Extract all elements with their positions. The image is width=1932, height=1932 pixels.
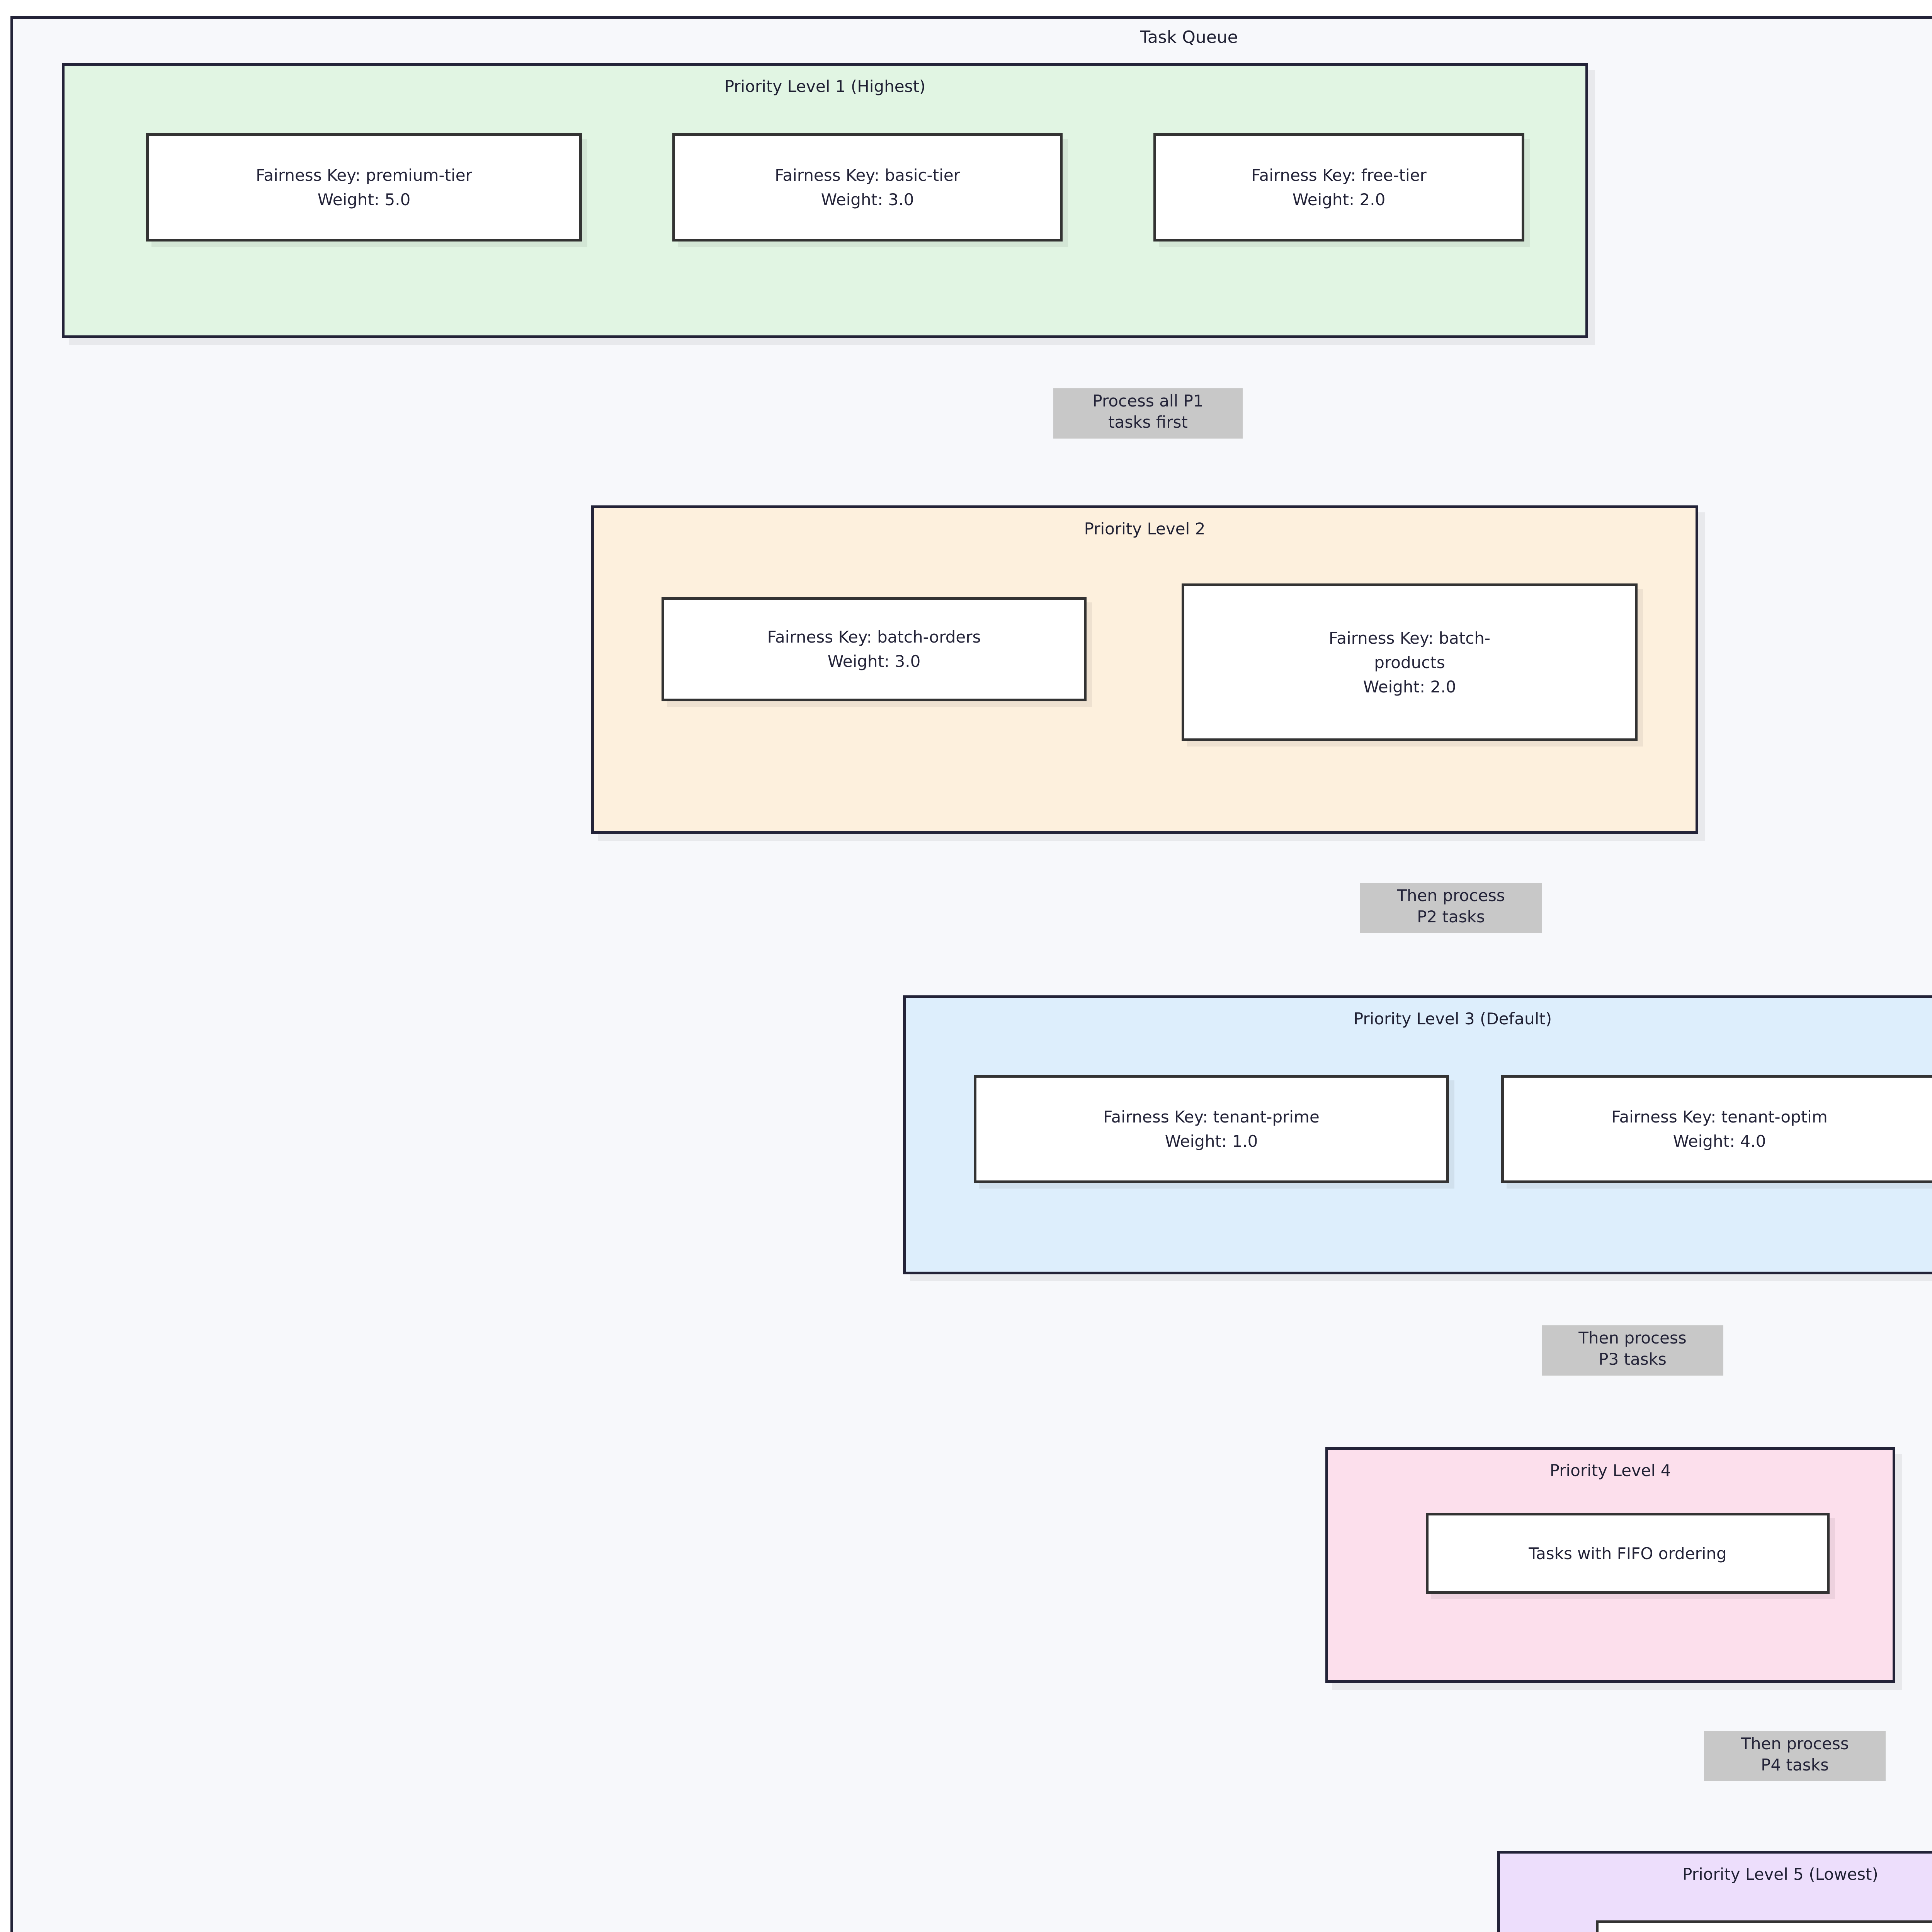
fifo-box-p5: Tasks with FIFO ordering — [1596, 1920, 1932, 1932]
weight-line: Weight: 3.0 — [827, 652, 921, 671]
fifo-line: Tasks with FIFO ordering — [1529, 1544, 1727, 1563]
weight-line: Weight: 3.0 — [821, 190, 914, 209]
fairness-key-line: Fairness Key: tenant-prime — [1103, 1107, 1320, 1126]
cluster-priority-level-5: Priority Level 5 (Lowest) — [1497, 1851, 1932, 1932]
cluster-label-p3: Priority Level 3 (Default) — [1353, 1009, 1552, 1028]
fairness-box-tenant-optim: Fairness Key: tenant-optim Weight: 4.0 — [1501, 1075, 1932, 1183]
edge-label-then-process-p4: Then process P4 tasks — [1704, 1731, 1886, 1781]
task-queue-title: Task Queue — [1140, 27, 1238, 47]
fairness-box-free-tier: Fairness Key: free-tier Weight: 2.0 — [1153, 133, 1524, 242]
weight-line: Weight: 5.0 — [317, 190, 411, 209]
fairness-key-line: Fairness Key: tenant-optim — [1611, 1107, 1828, 1126]
fairness-key-line: Fairness Key: basic-tier — [775, 166, 960, 185]
fairness-key-line: Fairness Key: batch- products — [1328, 628, 1491, 672]
fairness-box-batch-products: Fairness Key: batch- products Weight: 2.… — [1182, 583, 1638, 741]
edge-label-then-process-p3: Then process P3 tasks — [1542, 1325, 1723, 1376]
cluster-label-p1: Priority Level 1 (Highest) — [724, 77, 926, 96]
weight-line: Weight: 1.0 — [1165, 1132, 1258, 1151]
weight-line: Weight: 4.0 — [1673, 1132, 1766, 1151]
cluster-label-p4: Priority Level 4 — [1549, 1461, 1671, 1480]
weight-line: Weight: 2.0 — [1292, 190, 1386, 209]
edge-label-then-process-p2: Then process P2 tasks — [1360, 883, 1542, 933]
fifo-box-p4: Tasks with FIFO ordering — [1426, 1513, 1830, 1594]
weight-line: Weight: 2.0 — [1363, 677, 1456, 696]
fairness-box-basic-tier: Fairness Key: basic-tier Weight: 3.0 — [672, 133, 1063, 242]
cluster-label-p5: Priority Level 5 (Lowest) — [1682, 1865, 1878, 1884]
edge-label-process-all-p1: Process all P1 tasks first — [1053, 388, 1243, 439]
fairness-key-line: Fairness Key: batch-orders — [767, 628, 981, 646]
fairness-key-line: Fairness Key: free-tier — [1251, 166, 1427, 185]
fairness-key-line: Fairness Key: premium-tier — [256, 166, 472, 185]
fairness-box-tenant-prime: Fairness Key: tenant-prime Weight: 1.0 — [974, 1075, 1449, 1183]
cluster-label-p2: Priority Level 2 — [1084, 519, 1206, 538]
fairness-box-batch-orders: Fairness Key: batch-orders Weight: 3.0 — [662, 597, 1087, 701]
fairness-box-premium-tier: Fairness Key: premium-tier Weight: 5.0 — [146, 133, 582, 242]
